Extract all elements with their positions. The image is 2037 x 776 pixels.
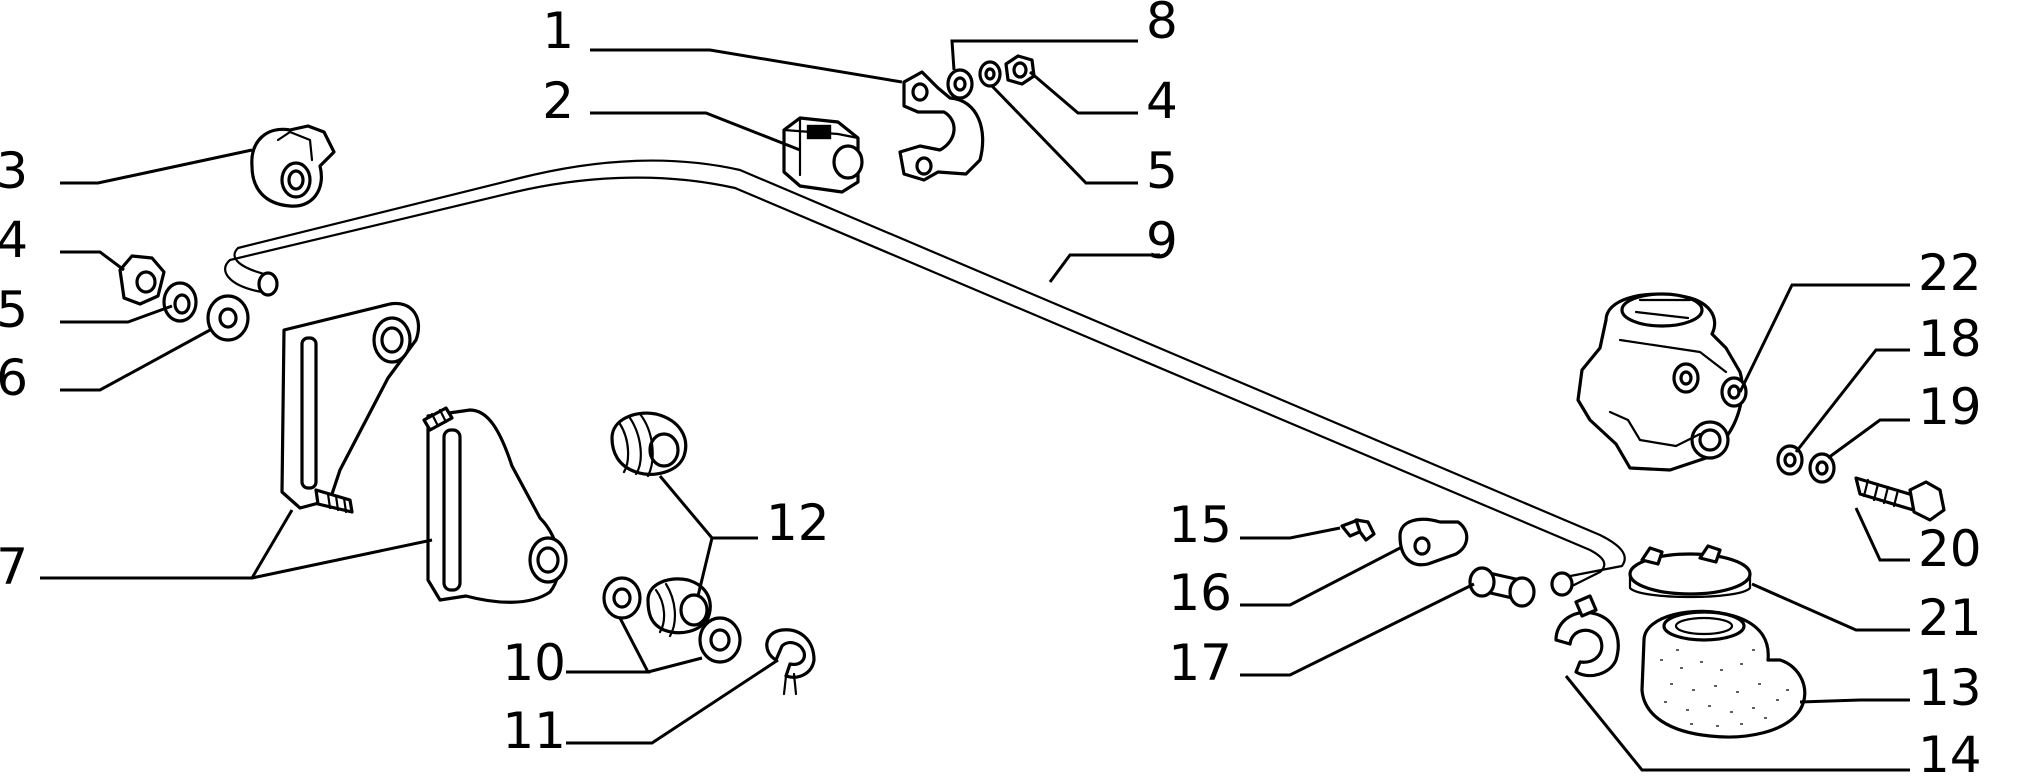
part-13-boot [1640, 609, 1807, 739]
part-10-washer-right [698, 616, 742, 664]
callout-11: 11 [502, 702, 566, 760]
callout-13: 13 [1918, 659, 1982, 717]
part-10-washer-left [602, 576, 642, 620]
part-1-clamp [898, 70, 985, 182]
callout-labels: 1 2 3 4 5 6 7 8 4 5 9 22 18 19 12 15 20 … [0, 0, 1982, 776]
callout-14: 14 [1918, 726, 1982, 776]
callout-1: 1 [542, 2, 574, 60]
callout-3: 3 [0, 142, 28, 200]
part-20-bolt [1854, 476, 1946, 522]
part-12-grommet-bottom [646, 577, 712, 638]
part-3-clamp [250, 124, 336, 208]
callout-19: 19 [1918, 378, 1982, 436]
part-21-ring-clamp [1628, 544, 1752, 599]
leader-lines [40, 39, 1910, 772]
callout-18: 18 [1918, 310, 1982, 368]
part-4-nut-top [1004, 54, 1036, 86]
part-6-flat-washer [206, 294, 250, 342]
part-18-washer [1776, 444, 1804, 476]
callout-16: 16 [1168, 564, 1232, 622]
part-8-washer [946, 68, 974, 100]
part-4-nut-left [118, 254, 166, 306]
callout-17: 17 [1168, 634, 1232, 692]
part-12-grommet-top [610, 411, 688, 478]
callout-7: 7 [0, 538, 28, 596]
part-5-spring-washer-top [978, 60, 1002, 88]
callout-5-left: 5 [0, 281, 28, 339]
part-16-link-plate [1398, 517, 1469, 567]
callout-6: 6 [0, 349, 28, 407]
callout-22: 22 [1918, 244, 1982, 302]
callout-8: 8 [1146, 0, 1178, 50]
part-14-clip [1554, 594, 1620, 678]
callout-9: 9 [1146, 212, 1178, 270]
part-17-sleeve [1468, 566, 1536, 608]
callout-15: 15 [1168, 496, 1232, 554]
callout-2: 2 [542, 72, 574, 130]
callout-12: 12 [766, 494, 830, 552]
callout-4-left: 4 [0, 211, 28, 269]
callout-10: 10 [502, 634, 566, 692]
part-5-spring-washer-left [162, 281, 198, 323]
part-22-housing [1576, 292, 1748, 472]
callout-20: 20 [1918, 520, 1982, 578]
callout-21: 21 [1918, 589, 1982, 647]
part-9-stabilizer-bar [224, 159, 1626, 597]
part-15-small-bolt [1340, 518, 1376, 542]
callout-4-top: 4 [1146, 72, 1178, 130]
part-7-bracket-right [422, 406, 568, 604]
part-2-bush [782, 116, 864, 194]
callout-5-top: 5 [1146, 142, 1178, 200]
part-11-spring-clip [765, 628, 816, 696]
part-7-bracket-left [280, 301, 421, 514]
part-19-washer [1808, 452, 1836, 484]
